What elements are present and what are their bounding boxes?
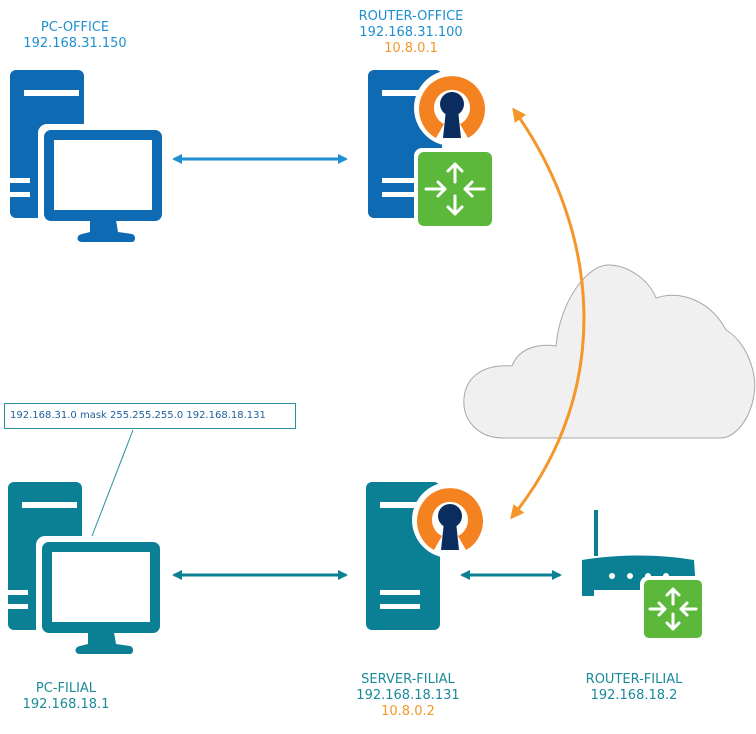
note-connector	[91, 429, 134, 537]
router-office-vpn-ip: 10.8.0.1	[384, 41, 438, 56]
pc-filial-ip: 192.168.18.1	[22, 697, 110, 712]
server-filial-name: SERVER-FILIAL	[361, 672, 455, 687]
router-office-name: ROUTER-OFFICE	[358, 9, 464, 24]
router-filial-ip: 192.168.18.2	[590, 688, 678, 703]
internet-cloud-icon	[463, 264, 756, 439]
router-office-label: ROUTER-OFFICE 192.168.31.100 10.8.0.1	[359, 9, 464, 57]
router-filial-label: ROUTER-FILIAL 192.168.18.2	[586, 672, 683, 704]
router-office-ip: 192.168.31.100	[359, 25, 463, 40]
server-filial-label: SERVER-FILIAL 192.168.18.131 10.8.0.2	[356, 672, 459, 720]
pc-office-icon	[10, 70, 168, 242]
pc-filial-name: PC-FILIAL	[35, 681, 97, 696]
openvpn-office-icon	[414, 70, 490, 146]
router-filial-badge-icon	[640, 576, 706, 642]
server-filial-ip: 192.168.18.131	[356, 688, 460, 703]
vpn-tunnel-arrow	[510, 107, 586, 520]
route-note: 192.168.31.0 mask 255.255.255.0 192.168.…	[4, 403, 296, 429]
pc-office-name: PC-OFFICE	[40, 20, 110, 35]
pc-filial-icon	[8, 482, 166, 654]
server-filial-vpn-ip: 10.8.0.2	[381, 704, 435, 719]
openvpn-filial-icon	[412, 482, 488, 558]
pc-office-ip: 192.168.31.150	[23, 36, 127, 51]
pc-filial-label: PC-FILIAL 192.168.18.1	[23, 681, 110, 713]
router-office-badge-icon	[414, 148, 494, 228]
pc-office-label: PC-OFFICE 192.168.31.150	[23, 20, 126, 52]
router-filial-name: ROUTER-FILIAL	[585, 672, 683, 687]
